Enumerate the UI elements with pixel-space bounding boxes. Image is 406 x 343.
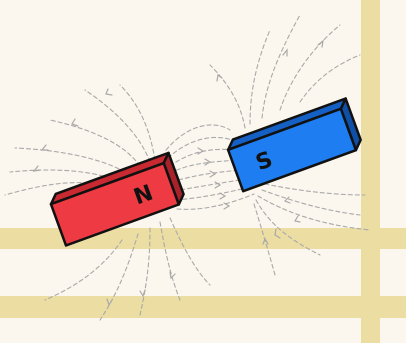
field-line-arrow <box>283 50 287 56</box>
field-line <box>210 65 245 128</box>
field-line <box>177 194 254 209</box>
field-line-arrow <box>170 272 175 278</box>
field-line <box>172 170 242 182</box>
field-line <box>265 184 365 195</box>
field-line <box>174 179 246 191</box>
field-line <box>250 30 270 124</box>
field-line-arrow <box>220 193 225 199</box>
field-line-arrow <box>210 171 215 177</box>
field-line <box>15 148 125 172</box>
field-line <box>262 15 300 118</box>
field-lines <box>5 15 370 320</box>
field-line-arrow <box>224 203 229 209</box>
field-line <box>85 90 150 162</box>
south-magnet: S <box>225 99 363 192</box>
field-line-arrow <box>217 75 222 81</box>
field-line-arrow <box>106 89 112 95</box>
field-line-arrow <box>72 119 78 126</box>
field-line <box>262 190 360 215</box>
field-line-arrow <box>42 145 48 150</box>
field-line-arrow <box>34 166 40 171</box>
field-line-arrow <box>205 159 210 165</box>
field-line-arrow <box>295 216 300 222</box>
field-line <box>120 85 155 160</box>
field-line <box>168 137 232 158</box>
track-horizontal-lower <box>0 296 406 318</box>
field-line-arrow <box>198 148 203 154</box>
field-line <box>300 55 360 102</box>
track-vertical <box>361 0 380 343</box>
field-line <box>280 25 340 110</box>
field-line <box>176 187 250 200</box>
field-line <box>50 120 140 166</box>
field-line <box>10 170 110 178</box>
